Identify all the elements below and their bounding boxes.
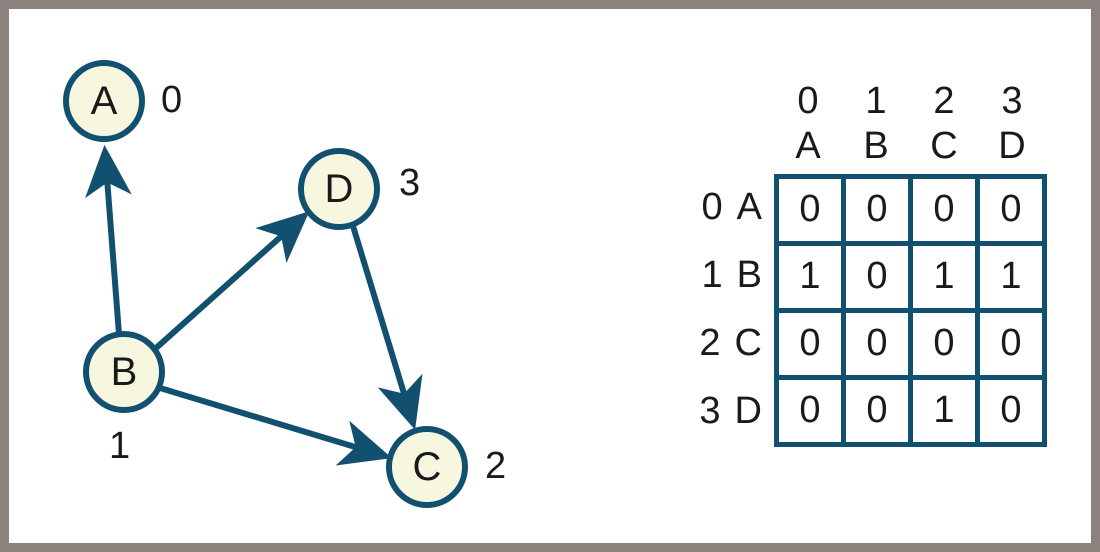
matrix-row-header-b: 1 B	[664, 242, 774, 310]
matrix-row-name-c: C	[734, 322, 762, 365]
node-c-circle[interactable]	[386, 426, 468, 508]
table-row: 0 0 1 0	[779, 374, 1042, 442]
matrix-row-index-1: 1	[701, 254, 723, 297]
edge-b-to-a	[85, 144, 132, 335]
node-b-circle[interactable]	[83, 331, 165, 413]
matrix-cell-1-2[interactable]: 1	[908, 240, 975, 308]
matrix-cell-3-2[interactable]: 1	[908, 374, 975, 442]
matrix-cell-1-3[interactable]: 1	[975, 240, 1042, 308]
matrix-col-index-0: 0	[797, 80, 819, 122]
matrix-cell-2-1[interactable]: 0	[841, 307, 908, 375]
matrix-row-index-0: 0	[701, 186, 723, 229]
node-index-c: 2	[485, 445, 507, 487]
edge-b-to-c	[159, 385, 392, 466]
matrix-row-header-c: 2 C	[664, 310, 774, 378]
table-row: 0 0 0 0	[779, 307, 1042, 375]
matrix-cell-1-1[interactable]: 0	[841, 240, 908, 308]
graph-edges	[85, 144, 423, 466]
matrix-cell-0-3[interactable]: 0	[975, 178, 1042, 241]
matrix-col-name-a: A	[795, 124, 821, 167]
matrix-row-header-d: 3 D	[664, 378, 774, 446]
matrix-header-corner-spacer-2	[664, 124, 774, 169]
graph-nodes	[63, 60, 468, 508]
matrix-cell-0-2[interactable]: 0	[908, 178, 975, 241]
matrix-row-header-column: 0 A 1 B 2 C 3 D	[664, 169, 774, 447]
matrix-cell-2-2[interactable]: 0	[908, 307, 975, 375]
matrix-cell-0-0[interactable]: 0	[779, 178, 841, 241]
matrix-cell-0-1[interactable]: 0	[841, 178, 908, 241]
matrix-grid-wrapper: 0 A 1 B 2 C 3 D	[664, 169, 1047, 447]
matrix-col-name-b: B	[863, 124, 889, 167]
matrix-row-header-a: 0 A	[664, 174, 774, 242]
matrix-header-corner-spacer	[664, 79, 774, 124]
adjacency-matrix: 0 1 2 3 A B C D 0 A 1	[664, 79, 1047, 447]
matrix-cell-3-0[interactable]: 0	[779, 374, 841, 442]
table-row: 1 0 1 1	[779, 240, 1042, 308]
matrix-col-index-3: 3	[1001, 80, 1023, 122]
matrix-cell-2-3[interactable]: 0	[975, 307, 1042, 375]
directed-graph: A B C D 0 1 2 3	[9, 9, 569, 543]
matrix-col-name-c: C	[930, 124, 958, 167]
matrix-col-index-2: 2	[933, 80, 955, 122]
table-row: 0 0 0 0	[779, 178, 1042, 241]
node-index-b: 1	[109, 425, 131, 467]
edge-b-to-d	[153, 211, 310, 352]
matrix-col-index-1: 1	[865, 80, 887, 122]
matrix-row-name-d: D	[734, 390, 762, 433]
matrix-column-name-header-row: A B C D	[664, 124, 1047, 169]
figure-canvas: A B C D 0 1 2 3 0 1 2 3 A B C	[9, 9, 1091, 543]
matrix-row-index-3: 3	[699, 390, 721, 433]
matrix-row-name-a: A	[736, 186, 762, 229]
edge-d-to-c	[350, 225, 423, 430]
matrix-cell-1-0[interactable]: 1	[779, 240, 841, 308]
node-index-d: 3	[399, 162, 421, 204]
matrix-cell-3-1[interactable]: 0	[841, 374, 908, 442]
matrix-row-name-b: B	[736, 254, 762, 297]
node-index-a: 0	[161, 79, 183, 121]
graph-svg	[63, 60, 468, 508]
matrix-column-index-header-row: 0 1 2 3	[664, 79, 1047, 124]
matrix-row-index-2: 2	[699, 322, 721, 365]
matrix-col-name-d: D	[998, 124, 1026, 167]
matrix-table: 0 0 0 0 1 0 1 1 0 0	[774, 173, 1047, 447]
node-d-circle[interactable]	[298, 148, 380, 230]
matrix-cell-3-3[interactable]: 0	[975, 374, 1042, 442]
matrix-cell-2-0[interactable]: 0	[779, 307, 841, 375]
node-a-circle[interactable]	[63, 60, 145, 142]
